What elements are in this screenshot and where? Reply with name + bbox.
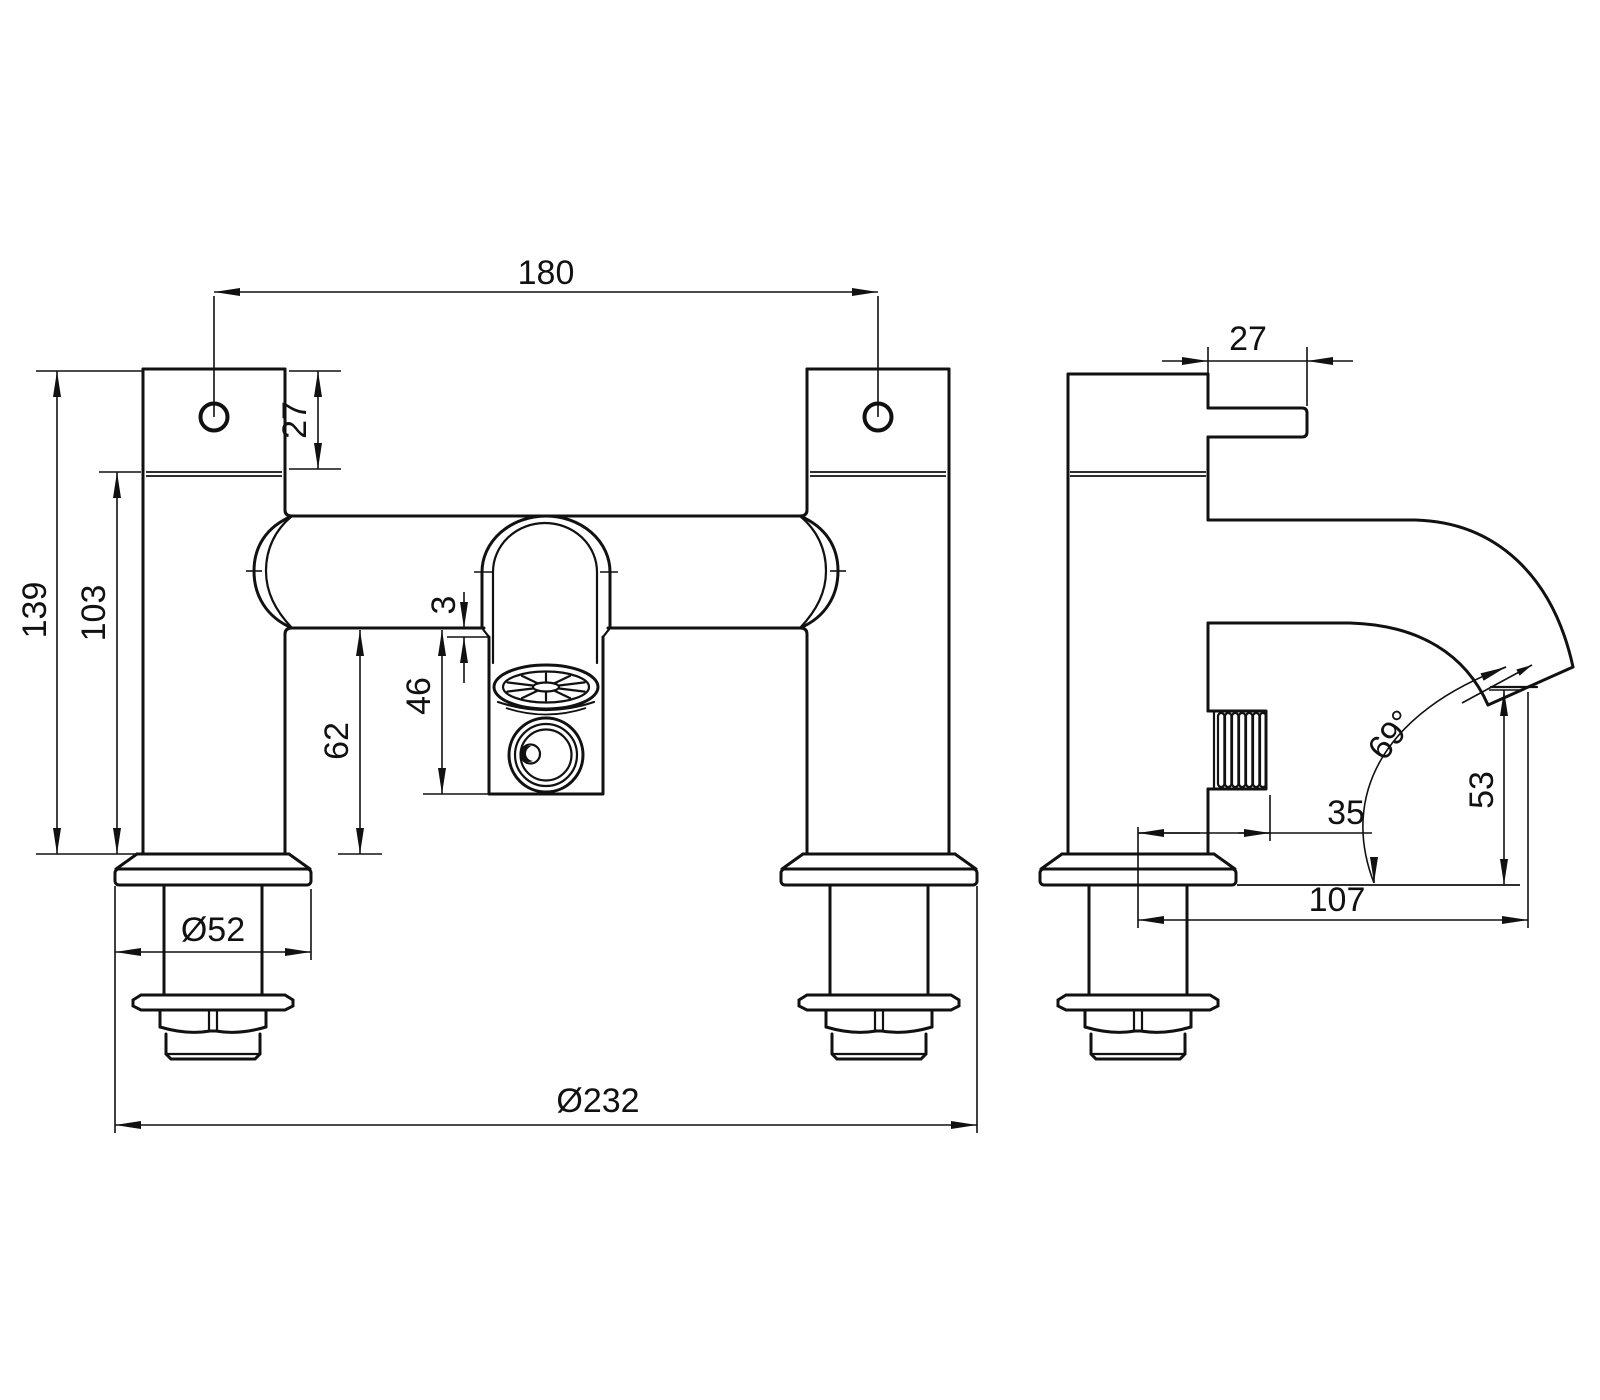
side-spout xyxy=(1206,518,1575,707)
front-view xyxy=(113,367,979,1061)
dim-label-53: 53 xyxy=(1463,771,1501,809)
front-diverter-assembly xyxy=(474,514,618,796)
dim-label-62: 62 xyxy=(318,722,356,760)
dim-outlet-drop: 46 xyxy=(400,630,489,795)
dim-label-107: 107 xyxy=(1309,881,1366,919)
shower-hose-connector xyxy=(507,716,585,794)
dim-overall-width: Ø232 xyxy=(114,886,978,1133)
dim-label-69deg: 69° xyxy=(1361,703,1423,767)
front-left-base xyxy=(113,852,313,1061)
dim-handle-length: 27 xyxy=(1162,320,1353,406)
side-body xyxy=(1066,372,1210,856)
dim-label-180: 180 xyxy=(518,254,575,292)
dim-label-3: 3 xyxy=(425,596,463,615)
aerator-face xyxy=(492,663,600,716)
front-right-base xyxy=(779,852,979,1061)
dim-body-height: 103 xyxy=(75,471,141,854)
dimensions: 180 27 139 103 62 xyxy=(16,254,1529,1133)
dim-label-d232: Ø232 xyxy=(556,1082,639,1120)
dim-label-27-side: 27 xyxy=(1229,320,1267,358)
front-body-bar xyxy=(246,508,846,630)
dim-label-103: 103 xyxy=(75,585,113,642)
dim-label-139: 139 xyxy=(16,582,54,639)
side-hose-outlet-thread xyxy=(1206,709,1268,791)
dim-label-35: 35 xyxy=(1327,794,1365,832)
dim-base-diameter: Ø52 xyxy=(115,889,312,960)
side-view xyxy=(1038,372,1575,1061)
side-lever-handle xyxy=(1206,406,1309,439)
dim-outlet-step: 3 xyxy=(425,592,489,683)
dim-label-d52: Ø52 xyxy=(181,911,245,949)
dim-spout-outlet-height: 53 xyxy=(1463,689,1520,885)
dim-cap-height: 27 xyxy=(276,370,341,470)
dim-outlet-offset: 35 xyxy=(1137,794,1372,928)
dim-label-27-front: 27 xyxy=(276,401,314,439)
dim-center-distance: 180 xyxy=(213,254,879,417)
dim-overall-height: 139 xyxy=(16,370,145,855)
dim-spout-reach: 107 xyxy=(1138,692,1529,928)
dim-label-46: 46 xyxy=(400,677,438,715)
dim-deck-to-body: 62 xyxy=(318,630,382,855)
